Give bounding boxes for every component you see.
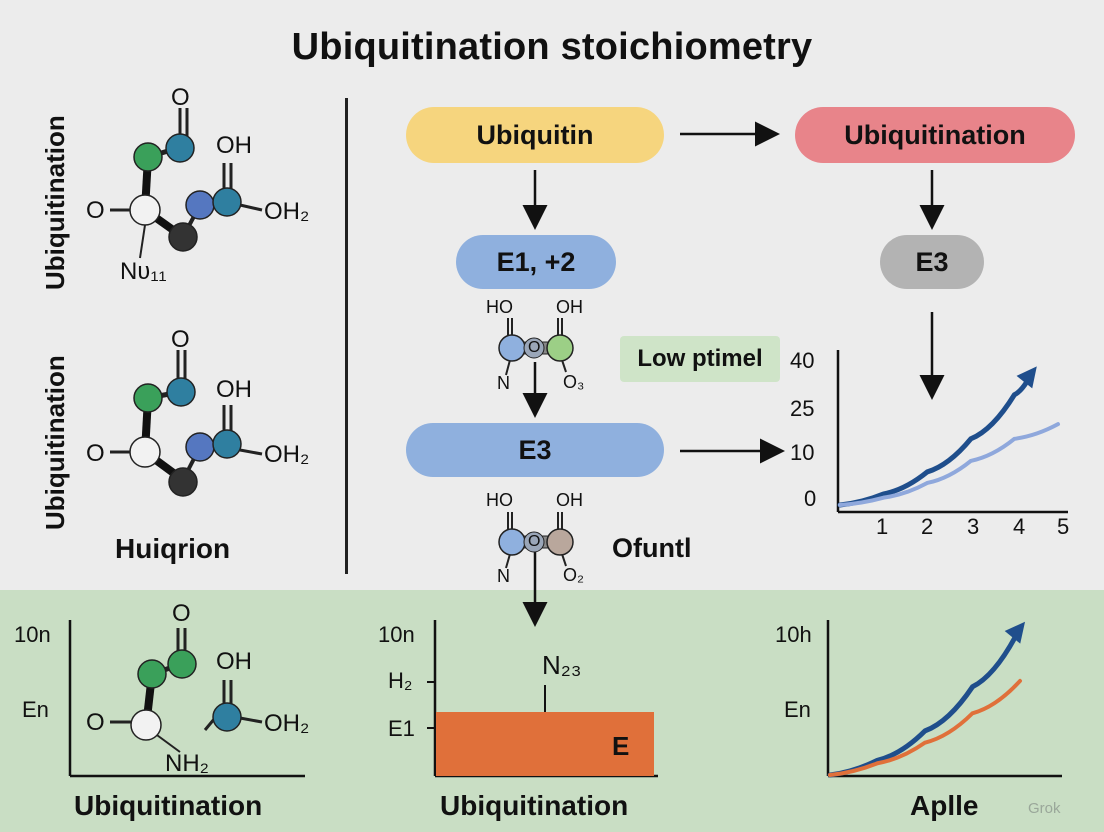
chart1-xtick: 4 [1013, 514, 1026, 539]
ubiquitination-pill: Ubiquitination [795, 107, 1075, 163]
mol1-oh2: OH₂ [264, 198, 310, 225]
bottom-left-molecule [110, 628, 263, 753]
e1-pill: E1, +2 [456, 235, 616, 289]
sm1-oh: OH [556, 297, 583, 317]
chart2-bar-label: E [612, 731, 630, 761]
mol1-o-top: O [171, 84, 190, 111]
chart3-ytick: 10h [775, 622, 812, 647]
chart1-xtick: 3 [967, 514, 980, 539]
small-molecule-2 [498, 512, 574, 569]
mol2-o-left: O [86, 440, 105, 467]
bl-mol-o-left: O [86, 709, 105, 736]
chart1-ytick: 10 [790, 440, 815, 465]
bl-xlabel: Ubiquitination [74, 790, 263, 821]
chart1-xtick: 1 [876, 514, 889, 539]
bar-e [436, 712, 654, 776]
green-atom [133, 142, 163, 172]
chart2-ytick: H₂ [388, 668, 413, 693]
chart1-ytick: 25 [790, 396, 815, 421]
molecule-2 [110, 350, 263, 497]
chart-bottom-center [427, 620, 658, 778]
molecule-1 [110, 108, 263, 259]
e3-pill-center: E3 [406, 423, 664, 477]
ofuntl-label: Ofuntl [612, 533, 692, 563]
chart3-xlabel: Aplle [910, 790, 979, 821]
green-atom [133, 383, 163, 413]
teal-atom [165, 133, 195, 163]
series-line-0 [837, 370, 1035, 508]
bl-mol-o-top: O [172, 600, 191, 627]
bl-ytick: En [22, 697, 49, 722]
teal-atom [166, 377, 196, 407]
chart2-ytick: 10n [378, 622, 415, 647]
low-label-tag: Low ptimel [620, 336, 780, 382]
page-title: Ubiquitination stoichiometry [291, 26, 813, 68]
sm1-n: N [497, 373, 510, 393]
series-arrowhead-0 [1004, 621, 1026, 644]
chart2-annotation: N₂₃ [542, 650, 582, 680]
white-atom [129, 194, 161, 226]
sm1-o: O [528, 339, 541, 356]
mol1-n: Nʋ₁₁ [120, 258, 167, 285]
series-line-0 [827, 625, 1023, 778]
sm2-n: N [497, 566, 510, 586]
mol2-oh: OH [216, 376, 252, 403]
mol2-oh2: OH₂ [264, 441, 310, 468]
white-atom [129, 436, 161, 468]
bl-mol-nh2: NH₂ [165, 750, 209, 777]
sm1-o3: O₃ [563, 372, 585, 392]
left-panel-caption: Huiqrion [115, 533, 231, 564]
bottom-left-axes [68, 620, 305, 778]
sm2-o: O [528, 533, 541, 550]
vertical-divider [345, 98, 348, 574]
series-line-1 [838, 422, 1060, 507]
sm2-ho: HO [486, 490, 513, 510]
chart1-xtick: 2 [921, 514, 934, 539]
mol1-o-left: O [86, 197, 105, 224]
ubiquitin-pill: Ubiquitin [406, 107, 664, 163]
mol2-o-top: O [171, 326, 190, 353]
chart3-ytick: En [784, 697, 811, 722]
series-line-1 [828, 678, 1022, 777]
chart2-ytick: E1 [388, 716, 415, 741]
series-arrowhead-0 [1016, 366, 1037, 389]
teal-atom [212, 187, 242, 217]
chart-bottom-right [826, 620, 1062, 778]
sm1-ho: HO [486, 297, 513, 317]
bl-mol-oh2: OH₂ [264, 710, 310, 737]
chart2-xlabel: Ubiquitination [440, 790, 629, 821]
chart1-xtick: 5 [1057, 514, 1070, 539]
small-molecule-1 [498, 318, 574, 376]
dark-atom [168, 467, 198, 497]
chart-top-right [836, 350, 1068, 514]
sm2-oh: OH [556, 490, 583, 510]
e3-pill-right: E3 [880, 235, 984, 289]
bl-mol-oh: OH [216, 648, 252, 675]
dark-atom [168, 222, 198, 252]
chart1-ytick: 0 [804, 486, 817, 511]
mol1-oh: OH [216, 132, 252, 159]
watermark: Grok [1028, 800, 1061, 817]
chart1-ytick: 40 [790, 348, 815, 373]
bl-ytick: 10n [14, 622, 51, 647]
sm2-o2: O₂ [563, 565, 584, 585]
teal-atom [212, 429, 242, 459]
